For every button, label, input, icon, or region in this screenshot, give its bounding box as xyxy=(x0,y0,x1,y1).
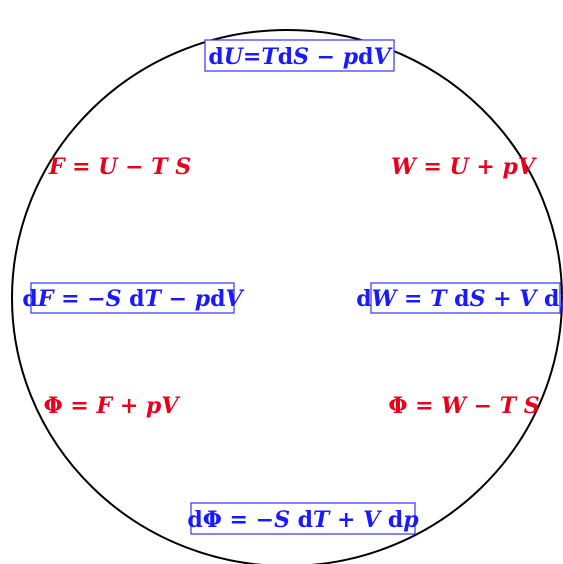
equation-symbol: V xyxy=(161,393,180,419)
equation-symbol: W xyxy=(372,286,399,312)
equation-symbol: U xyxy=(98,154,119,180)
equation-symbol: = − xyxy=(53,286,105,312)
equation-symbol: p xyxy=(502,154,518,180)
equation-symbol: − xyxy=(161,286,195,312)
equation-symbol: + xyxy=(469,154,503,180)
equation-symbol: W xyxy=(441,393,468,419)
W-definition: W = U + pV xyxy=(391,154,537,180)
equation-symbol: − xyxy=(466,393,500,419)
dW-equation-box xyxy=(370,282,561,314)
dU-equation-box xyxy=(204,39,395,72)
equation-symbol: V xyxy=(519,286,538,312)
equation-symbol xyxy=(516,393,524,419)
equation-symbol: T xyxy=(500,393,518,419)
equation-symbol: S xyxy=(175,154,191,180)
equation-symbol: = xyxy=(63,393,97,419)
equation-symbol: Φ xyxy=(388,393,407,419)
equation-symbol: d xyxy=(447,286,470,312)
equation-symbol: d xyxy=(358,44,373,70)
equation-symbol: d xyxy=(22,286,37,312)
potential-circle xyxy=(11,29,563,564)
equation-symbol: = xyxy=(407,393,441,419)
equation-symbol: + xyxy=(112,393,146,419)
equation-symbol: S xyxy=(106,286,122,312)
equation-symbol: − xyxy=(117,154,151,180)
dF-equation: dF = −S dT − pdV xyxy=(22,286,244,312)
equation-symbol: p xyxy=(195,286,211,312)
equation-symbol: p xyxy=(343,44,359,70)
equation-symbol: V xyxy=(225,286,244,312)
equation-symbol: p xyxy=(146,393,162,419)
equation-symbol: T xyxy=(151,154,169,180)
equation-symbol: T xyxy=(261,44,279,70)
equation-symbol: d xyxy=(536,286,559,312)
dPhi-equation: dΦ = −S dT + V dp xyxy=(187,507,419,533)
equation-symbol: + xyxy=(485,286,519,312)
dF-equation-box xyxy=(30,282,235,314)
equation-symbol: d xyxy=(210,286,225,312)
equation-symbol: p xyxy=(403,507,419,533)
equation-symbol: = − xyxy=(222,507,274,533)
equation-symbol: S xyxy=(470,286,486,312)
equation-symbol: V xyxy=(374,44,393,70)
equation-symbol: F xyxy=(37,286,55,312)
equation-symbol: = xyxy=(416,154,450,180)
equation-symbol: F xyxy=(48,154,66,180)
equation-symbol: − xyxy=(309,44,343,70)
dW-equation: dW = T dS + V dp xyxy=(356,286,563,312)
equation-symbol xyxy=(168,154,176,180)
equation-symbol: V xyxy=(363,507,382,533)
equation-symbol: d xyxy=(290,507,313,533)
equation-symbol: Φ xyxy=(44,393,63,419)
equation-symbol: d xyxy=(278,44,293,70)
Phi-W-definition: Φ = W − T S xyxy=(388,393,539,419)
equation-symbol: = xyxy=(396,286,430,312)
equation-symbol: T xyxy=(313,507,331,533)
equation-symbol: = xyxy=(64,154,98,180)
equation-symbol: S xyxy=(524,393,540,419)
equation-symbol: p xyxy=(559,286,563,312)
equation-symbol: dΦ xyxy=(187,507,222,533)
F-definition: F = U − T S xyxy=(48,154,191,180)
equation-symbol: d xyxy=(356,286,371,312)
dPhi-equation-box xyxy=(190,502,416,535)
equation-symbol: d xyxy=(380,507,403,533)
equation-symbol: T xyxy=(430,286,448,312)
equation-symbol: T xyxy=(145,286,163,312)
equation-symbol: + xyxy=(329,507,363,533)
dU-equation: dU=TdS − pdV xyxy=(208,44,392,70)
equation-symbol: F xyxy=(96,393,114,419)
equation-symbol: W xyxy=(391,154,418,180)
equation-symbol: S xyxy=(274,507,290,533)
equation-symbol: = xyxy=(243,44,261,70)
equation-symbol: d xyxy=(122,286,145,312)
equation-symbol: d xyxy=(208,44,223,70)
Phi-F-definition: Φ = F + pV xyxy=(44,393,181,419)
equation-symbol: U xyxy=(224,44,245,70)
equation-symbol: S xyxy=(293,44,309,70)
equation-symbol: V xyxy=(518,154,537,180)
equation-symbol: U xyxy=(450,154,471,180)
